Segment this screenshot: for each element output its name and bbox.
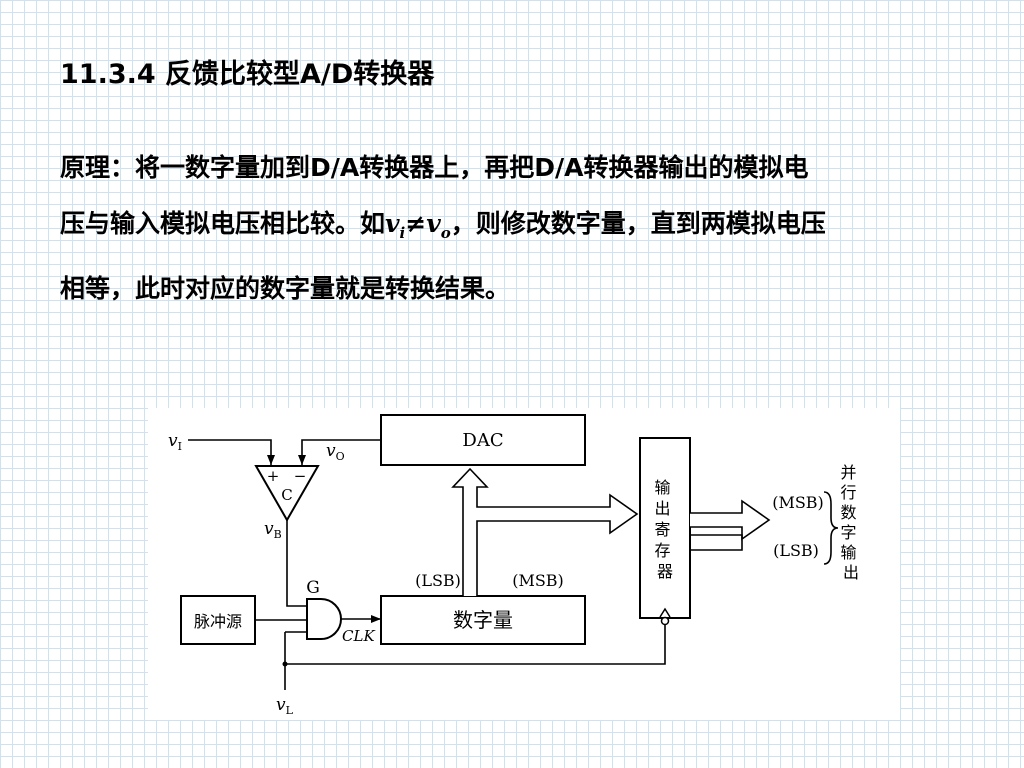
circuit-diagram-panel: DAC 数字量 脉冲源 输 出 寄 存 器 + − C vI vO vB xyxy=(148,408,900,720)
register-char-5: 器 xyxy=(657,562,673,581)
math-vi: vi xyxy=(385,209,405,242)
math-vo: vo xyxy=(426,209,451,242)
principle-line-2-post: ，则修改数字量，直到两模拟电压 xyxy=(450,209,826,238)
label-v-l: vL xyxy=(276,695,294,717)
pulse-source-label: 脉冲源 xyxy=(194,612,242,631)
register-char-1: 输 xyxy=(654,478,670,497)
counter-msb-label: (MSB) xyxy=(512,571,564,590)
math-neq: ≠ xyxy=(405,209,427,238)
output-brace xyxy=(823,491,839,565)
register-char-4: 存 xyxy=(654,541,670,560)
junction-dot xyxy=(282,661,288,667)
clk-label: CLK xyxy=(342,627,375,645)
principle-line-3-text: 相等，此时对应的数字量就是转换结果。 xyxy=(60,274,511,303)
label-v-output-sub: O xyxy=(336,450,345,463)
and-gate xyxy=(306,598,342,640)
label-v-input-sub: I xyxy=(178,440,182,453)
output-lsb-label: (LSB) xyxy=(773,541,819,560)
parallel-char-5: 输 xyxy=(840,543,856,562)
data-bus-arrow xyxy=(451,467,639,596)
output-bus-arrow-lower xyxy=(690,534,743,551)
principle-line-2: 压与输入模拟电压相比较。如vi≠vo，则修改数字量，直到两模拟电压 xyxy=(60,196,1005,261)
counter-block xyxy=(380,595,586,645)
dac-label: DAC xyxy=(462,430,503,451)
wire-vl-to-register xyxy=(284,624,666,665)
parallel-char-2: 行 xyxy=(840,483,856,502)
principle-text: 原理：将一数字量加到D/A转换器上，再把D/A转换器输出的模拟电 压与输入模拟电… xyxy=(60,140,1005,317)
wire-dac-to-comparator xyxy=(298,439,381,465)
comparator-plus: + xyxy=(267,467,280,485)
register-char-3: 寄 xyxy=(654,520,670,539)
output-bus-arrow-upper xyxy=(690,499,771,541)
output-register-label: 输 出 寄 存 器 xyxy=(654,478,675,581)
principle-line-3: 相等，此时对应的数字量就是转换结果。 xyxy=(60,261,1005,317)
parallel-char-3: 数 xyxy=(840,503,856,522)
parallel-char-1: 并 xyxy=(840,463,856,482)
parallel-output-label: 并 行 数 字 输 出 xyxy=(840,463,861,582)
label-v-output-symbol: v xyxy=(326,441,336,461)
output-msb-label: (MSB) xyxy=(772,493,824,512)
principle-line-1: 原理：将一数字量加到D/A转换器上，再把D/A转换器输出的模拟电 xyxy=(60,140,1005,196)
label-v-input: vI xyxy=(168,431,182,453)
wire-vi-to-comparator xyxy=(188,439,275,465)
label-v-l-sub: L xyxy=(286,704,294,717)
register-clock-edge xyxy=(659,607,671,618)
principle-line-1-text: 原理：将一数字量加到D/A转换器上，再把D/A转换器输出的模拟电 xyxy=(60,153,809,182)
comparator-minus: − xyxy=(294,467,307,485)
wire-comparator-to-gate xyxy=(286,520,307,607)
math-vi-sub: i xyxy=(399,224,406,242)
register-char-2: 出 xyxy=(654,499,670,518)
math-vo-symbol: v xyxy=(426,209,441,238)
gate-label: G xyxy=(306,578,320,598)
math-vi-symbol: v xyxy=(385,209,400,238)
parallel-char-4: 字 xyxy=(840,523,856,542)
label-v-b-sub: B xyxy=(274,528,282,541)
slide-title: 11.3.4 反馈比较型A/D转换器 xyxy=(60,59,435,90)
counter-lsb-label: (LSB) xyxy=(415,571,461,590)
parallel-char-6: 出 xyxy=(843,563,859,582)
circuit-diagram: DAC 数字量 脉冲源 输 出 寄 存 器 + − C vI vO vB xyxy=(168,414,861,717)
comparator-triangle xyxy=(254,465,320,523)
label-v-b: vB xyxy=(264,519,282,541)
label-v-b-symbol: v xyxy=(264,519,274,539)
label-v-l-symbol: v xyxy=(276,695,286,715)
principle-line-2-pre: 压与输入模拟电压相比较。如 xyxy=(60,209,386,238)
counter-label: 数字量 xyxy=(453,608,513,632)
comparator-label: C xyxy=(281,486,292,504)
label-v-input-symbol: v xyxy=(168,431,178,451)
label-v-output: vO xyxy=(326,441,345,463)
register-clock-bubble xyxy=(660,616,670,626)
math-vo-sub: o xyxy=(440,224,451,242)
dac-block xyxy=(380,414,586,466)
